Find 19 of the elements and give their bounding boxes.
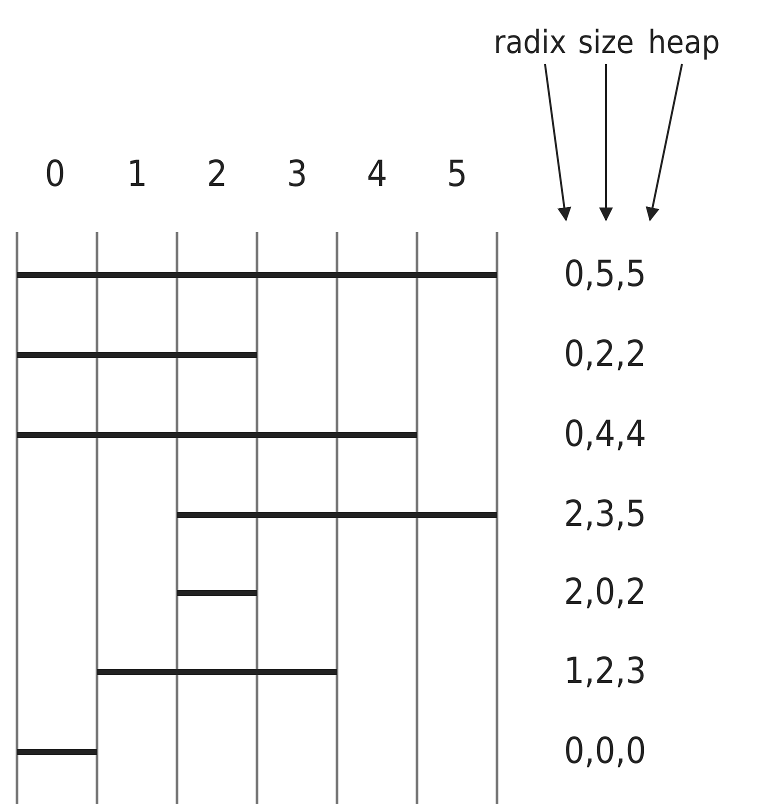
value-triple: 0,4,4 [564,417,646,453]
value-triple: 0,5,5 [564,257,646,293]
column-number: 2 [206,157,228,193]
column-number: 0 [44,157,66,193]
axis-name-label: size [578,26,634,58]
value-triple: 2,0,2 [564,575,646,611]
column-number: 1 [126,157,148,193]
value-triple: 0,2,2 [564,337,646,373]
arrow [544,64,572,222]
column-number: 4 [366,157,388,193]
arrow [599,64,613,222]
column-number: 5 [446,157,468,193]
value-triple: 0,0,0 [564,734,646,770]
axis-name-label: radix [494,26,566,58]
axis-name-label: heap [648,26,720,58]
value-triple: 1,2,3 [564,654,646,690]
arrow [646,64,683,222]
column-number: 3 [286,157,308,193]
value-triple: 2,3,5 [564,497,646,533]
